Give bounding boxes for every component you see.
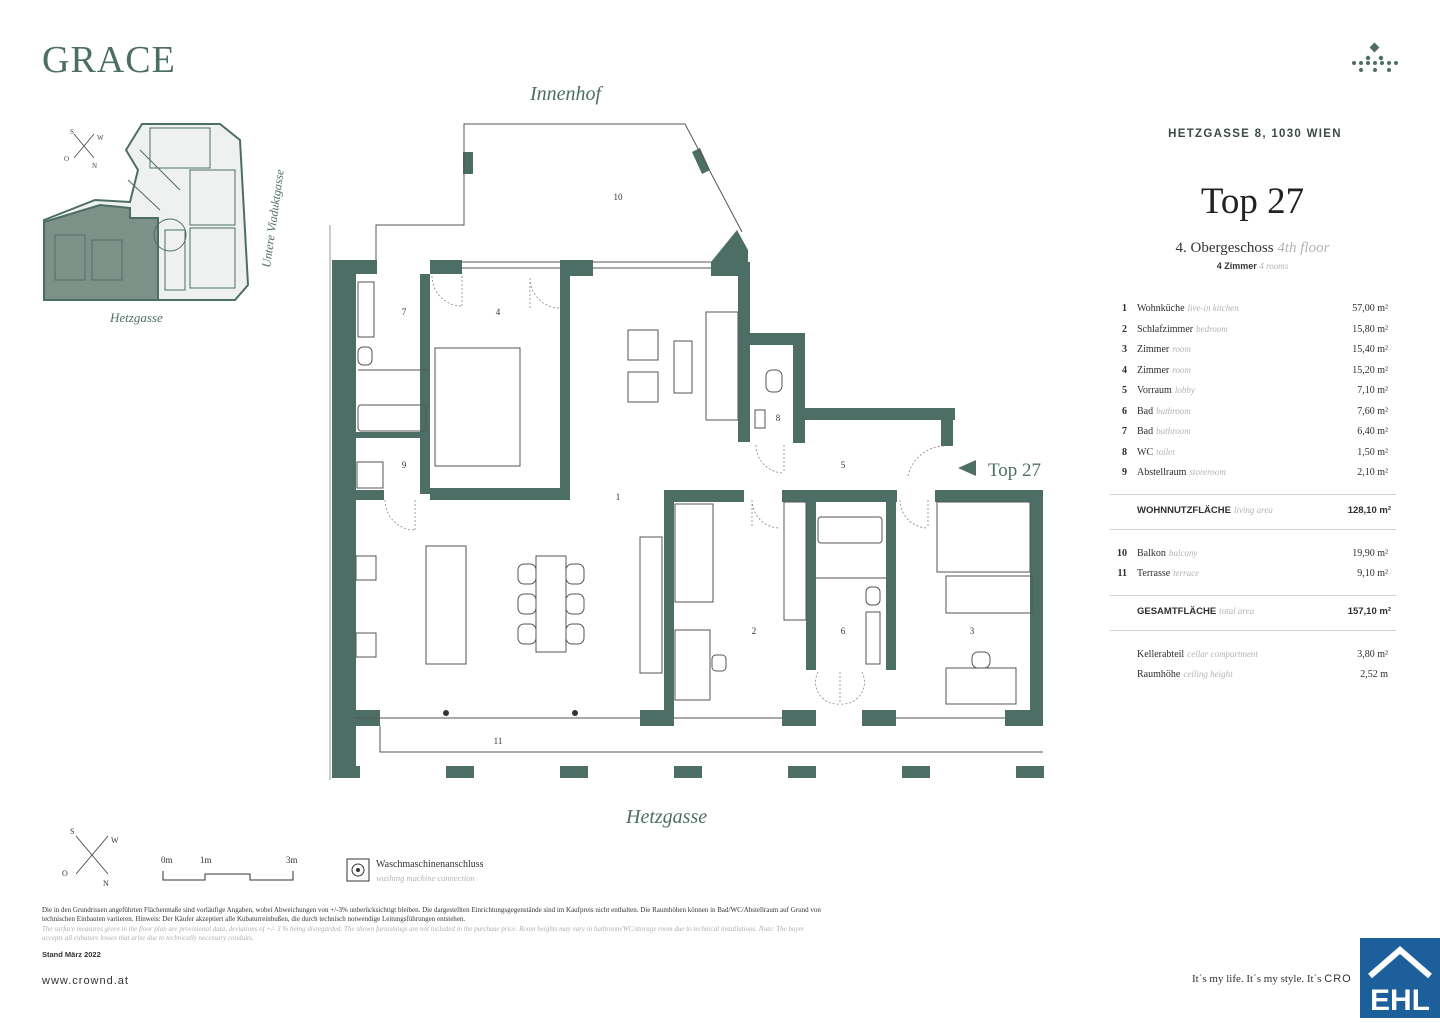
compass: S W O N bbox=[62, 827, 119, 888]
unit-title: Top 27 bbox=[1200, 181, 1305, 222]
room-number: 2 bbox=[752, 626, 757, 636]
room-number: 9 bbox=[402, 460, 407, 470]
plan-lines bbox=[329, 123, 1043, 780]
stand-date: Stand März 2022 bbox=[42, 950, 101, 959]
room-number: 10 bbox=[614, 192, 624, 202]
room-number: 1 bbox=[616, 492, 621, 502]
room-number: 7 bbox=[402, 307, 407, 317]
slogan: It´s my life. It´s my style. It´s CRO bbox=[1192, 973, 1352, 985]
address: HETZGASSE 8, 1030 WIEN bbox=[1168, 128, 1342, 140]
compass-o: O bbox=[62, 869, 68, 878]
legend-label-en: washing machine connection bbox=[376, 873, 475, 883]
room-number: 3 bbox=[970, 626, 975, 636]
scale-label-1: 1m bbox=[200, 855, 212, 865]
key-plan-compass bbox=[73, 133, 95, 159]
compass-w: W bbox=[111, 836, 119, 845]
divider bbox=[1110, 528, 1396, 530]
room-number: 4 bbox=[496, 307, 501, 317]
compass-n: N bbox=[92, 162, 97, 170]
compass-s: S bbox=[70, 827, 74, 836]
compass-s: S bbox=[70, 128, 74, 136]
disclaimer: Die in den Grundrissen angeführten Fläch… bbox=[42, 906, 822, 943]
scale-label-3: 3m bbox=[286, 855, 298, 865]
compass-n: N bbox=[103, 879, 109, 888]
floor-label: 4. Obergeschoss 4th floor bbox=[1175, 240, 1330, 256]
room-number: 5 bbox=[841, 460, 846, 470]
crown-icon bbox=[1352, 42, 1398, 72]
scale-label-0: 0m bbox=[161, 855, 173, 865]
walls bbox=[332, 148, 1044, 778]
room-count: 4 Zimmer 4 rooms bbox=[1216, 261, 1289, 271]
key-plan-street-right: Untere Viaduktgasse bbox=[259, 168, 287, 269]
website-link[interactable]: www.crownd.at bbox=[42, 975, 129, 987]
washing-machine-icon bbox=[346, 858, 370, 882]
room-number: 11 bbox=[494, 736, 503, 746]
key-plan: S W O N Hetzgasse Untere Viaduktgasse bbox=[43, 123, 287, 325]
unit-marker: Top 27 bbox=[988, 460, 1041, 481]
ehl-logo: EHL bbox=[1360, 938, 1440, 1018]
disclaimer-en: The surface measures given in the floor … bbox=[42, 924, 805, 942]
street-label: Hetzgasse bbox=[625, 806, 707, 828]
compass-w: W bbox=[97, 134, 104, 142]
legend-label: Waschmaschinenanschluss bbox=[376, 859, 484, 870]
divider bbox=[1110, 629, 1396, 631]
ehl-text: EHL bbox=[1370, 984, 1430, 1017]
ehl-house-icon: EHL bbox=[1368, 946, 1432, 1017]
entrance-arrow-icon bbox=[958, 460, 976, 476]
divider bbox=[1110, 493, 1396, 495]
room-number: 8 bbox=[776, 413, 781, 423]
room-number: 6 bbox=[841, 626, 846, 636]
compass-arrows-icon bbox=[75, 835, 109, 875]
brand-logo: GRACE bbox=[42, 39, 176, 81]
scale-bar bbox=[162, 871, 294, 881]
floor-plan: Innenhof Hetzgasse 10 7 4 8 9 5 1 2 6 3 … bbox=[329, 83, 1044, 828]
key-plan-street-bottom: Hetzgasse bbox=[109, 310, 163, 325]
divider bbox=[1110, 594, 1396, 596]
compass-o: O bbox=[64, 155, 69, 163]
door-swings bbox=[384, 275, 947, 705]
courtyard-label: Innenhof bbox=[529, 83, 604, 105]
disclaimer-de: Die in den Grundrissen angeführten Fläch… bbox=[42, 906, 821, 924]
